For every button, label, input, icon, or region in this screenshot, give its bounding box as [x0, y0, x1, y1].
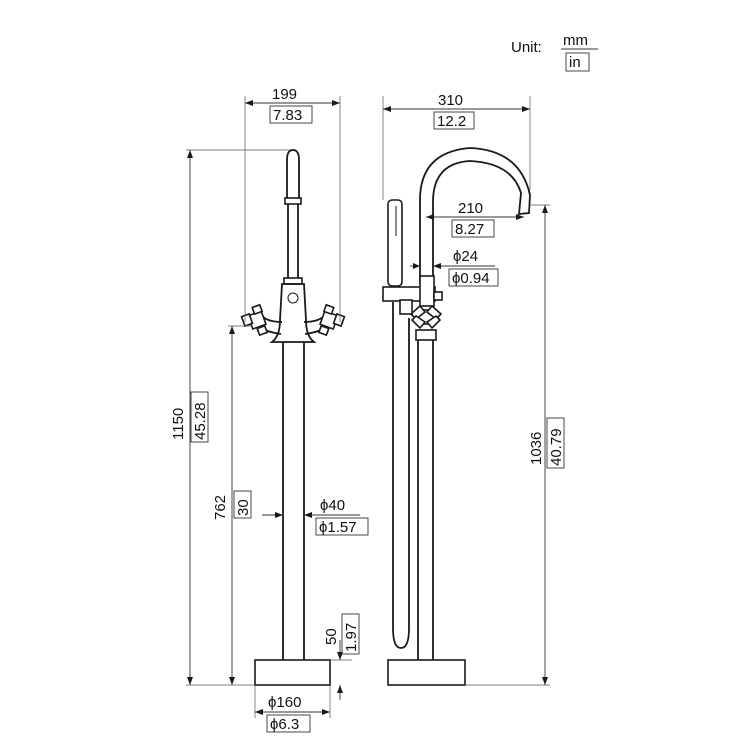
side-view-faucet	[382, 147, 531, 686]
handle-height-in: 30	[235, 499, 252, 516]
column-dia-in: ϕ1.57	[319, 519, 357, 536]
spout-dia-mm: ϕ24	[453, 248, 478, 265]
side-width-in: 12.2	[437, 113, 466, 130]
spout-height-mm: 1036	[528, 432, 545, 465]
front-view-dimensions: 199 7.83 1150 45.28 762 30 ϕ40 ϕ1.57	[170, 86, 369, 733]
spout-dia-in: ϕ0.94	[452, 270, 490, 287]
spout-height-in: 40.79	[548, 428, 565, 466]
side-width-mm: 310	[438, 92, 463, 109]
right-cross-handle-icon	[317, 303, 346, 337]
unit-label: Unit:	[511, 39, 542, 56]
unit-imperial: in	[569, 54, 581, 71]
reach-in: 8.27	[455, 221, 484, 238]
front-height-mm: 1150	[170, 408, 187, 440]
unit-metric: mm	[563, 32, 588, 49]
front-width-in: 7.83	[273, 107, 302, 124]
reach-mm: 210	[458, 200, 483, 217]
base-height-in: 1.97	[343, 623, 360, 652]
front-view-faucet	[240, 149, 346, 686]
side-cross-handle-icon	[409, 304, 443, 330]
side-view-dimensions: 310 12.2 210 8.27 ϕ24 ϕ0.94 1036 40.79	[382, 92, 565, 686]
front-height-in: 45.28	[192, 402, 209, 440]
column-dia-mm: ϕ40	[320, 497, 345, 514]
unit-legend: Unit: mm in	[511, 32, 598, 72]
front-width-mm: 199	[272, 86, 297, 103]
base-dia-in: ϕ6.3	[270, 716, 299, 733]
left-cross-handle-icon	[240, 303, 269, 337]
base-height-mm: 50	[323, 628, 340, 645]
base-dia-mm: ϕ160	[268, 694, 301, 711]
handle-height-mm: 762	[212, 495, 229, 520]
